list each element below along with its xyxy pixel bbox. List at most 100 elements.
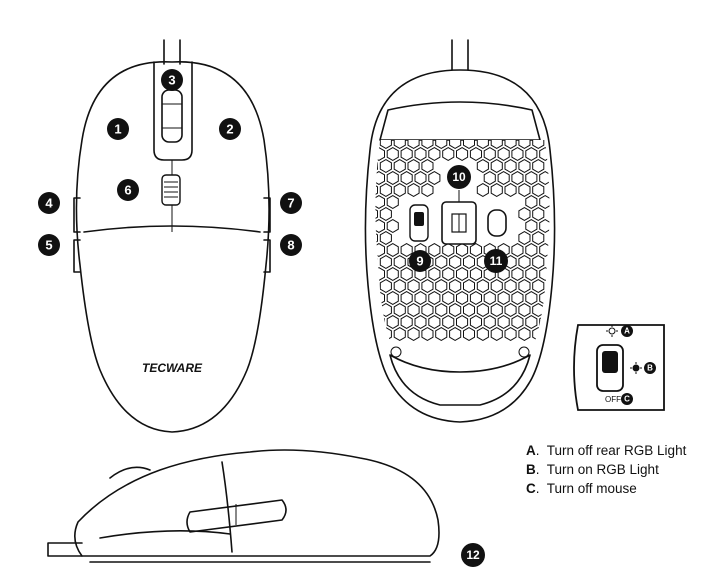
honeycomb-cell <box>463 327 475 341</box>
honeycomb-cell <box>393 183 406 197</box>
callout-11: 11 <box>484 249 508 273</box>
honeycomb-cell <box>539 171 550 185</box>
honeycomb-cell <box>511 267 524 281</box>
honeycomb-cell <box>469 243 482 257</box>
callout-7: 7 <box>280 192 302 214</box>
honeycomb-cell <box>400 291 413 305</box>
honeycomb-cell <box>400 171 413 185</box>
dpi-button <box>161 174 181 206</box>
side-button-edge <box>221 461 233 553</box>
svg-text:10: 10 <box>452 170 466 184</box>
honeycomb-cell <box>393 327 406 341</box>
rear-screw-left <box>390 346 402 358</box>
svg-text:B: B <box>647 364 653 373</box>
svg-text:4: 4 <box>45 196 53 211</box>
honeycomb-cell <box>375 159 378 173</box>
honeycomb-cell <box>375 195 385 209</box>
inset-switch-knob <box>602 351 618 373</box>
marker-a <box>621 325 633 337</box>
honeycomb-cell <box>421 279 434 293</box>
front-skate <box>379 101 541 141</box>
honeycomb-cell <box>469 315 482 329</box>
honeycomb-cell <box>456 291 469 305</box>
honeycomb-cell <box>511 291 524 305</box>
honeycomb-cell <box>386 147 399 161</box>
honeycomb-cell <box>525 147 538 161</box>
scroll-wheel <box>161 89 183 143</box>
honeycomb-cell <box>428 291 441 305</box>
honeycomb-cell <box>539 291 550 305</box>
honeycomb-cell <box>449 327 462 341</box>
honeycomb-cell <box>375 171 385 185</box>
left-side-buttons <box>73 197 81 273</box>
honeycomb-cell <box>386 171 399 185</box>
honeycomb-cell <box>379 255 392 269</box>
sun-icon-dim <box>606 325 618 337</box>
honeycomb-cell <box>400 315 413 329</box>
side-view-mouse <box>47 449 440 563</box>
honeycomb-cell <box>414 291 427 305</box>
marker-b <box>644 362 656 374</box>
honeycomb-cell <box>532 159 545 173</box>
honeycomb-cell <box>435 303 448 317</box>
honeycomb-cell <box>386 195 399 209</box>
svg-text:2: 2 <box>226 122 233 137</box>
honeycomb-cell <box>497 147 510 161</box>
callout-2: 2 <box>219 118 241 140</box>
pairing-button <box>487 209 507 237</box>
scroll-wheel-side <box>109 466 151 479</box>
honeycomb-cell <box>525 219 538 233</box>
honeycomb-cell <box>375 231 378 245</box>
callout-10: 10 <box>447 165 471 189</box>
honeycomb-cell <box>379 159 392 173</box>
honeycomb-cell <box>407 183 420 197</box>
honeycomb-cell <box>483 315 496 329</box>
switch-legend: A. Turn off rear RGB Light B. Turn on RG… <box>526 441 686 498</box>
svg-text:5: 5 <box>45 238 52 253</box>
honeycomb-cell <box>442 267 455 281</box>
honeycomb-cell <box>407 279 420 293</box>
honeycomb-cell <box>375 183 378 197</box>
right-side-buttons <box>263 197 271 273</box>
honeycomb-cell <box>421 140 434 149</box>
rear-skate <box>389 354 531 406</box>
honeycomb-cell <box>518 279 531 293</box>
honeycomb-cell <box>379 327 392 341</box>
honeycomb-cell <box>375 315 385 329</box>
honeycomb-cell <box>532 255 545 269</box>
honeycomb-cell <box>386 291 399 305</box>
callout-4: 4 <box>38 192 60 214</box>
svg-text:8: 8 <box>287 238 294 253</box>
honeycomb-cell <box>497 291 510 305</box>
honeycomb-cell <box>375 207 378 221</box>
honeycomb-cell <box>539 147 550 161</box>
honeycomb-cell <box>525 315 538 329</box>
honeycomb-cell <box>386 267 399 281</box>
honeycomb-cell <box>386 243 399 257</box>
honeycomb-cell <box>379 140 392 149</box>
honeycomb-cell <box>435 327 448 341</box>
honeycomb-cell <box>504 140 517 149</box>
honeycomb-cell <box>532 140 545 149</box>
honeycomb-cell <box>421 327 434 341</box>
honeycomb-cell <box>393 140 406 149</box>
honeycomb-cell <box>476 327 489 341</box>
honeycomb-cell <box>483 171 496 185</box>
side-view-body <box>74 449 440 557</box>
honeycomb-cell <box>379 207 392 221</box>
top-view-body <box>75 61 270 433</box>
wheel-channel <box>153 61 193 161</box>
honeycomb-cell <box>490 140 503 149</box>
honeycomb-cell <box>428 267 441 281</box>
honeycomb-cell <box>407 140 420 149</box>
honeycomb-cell <box>421 303 434 317</box>
honeycomb-cell <box>539 243 550 257</box>
honeycomb-cell <box>393 303 406 317</box>
honeycomb-cell <box>532 207 545 221</box>
honeycomb-cell <box>504 183 517 197</box>
honeycomb-cell <box>490 183 503 197</box>
honeycomb-cell <box>456 147 469 161</box>
honeycomb-cell <box>463 255 475 269</box>
honeycomb-cell <box>449 140 462 149</box>
honeycomb-cell <box>497 315 510 329</box>
